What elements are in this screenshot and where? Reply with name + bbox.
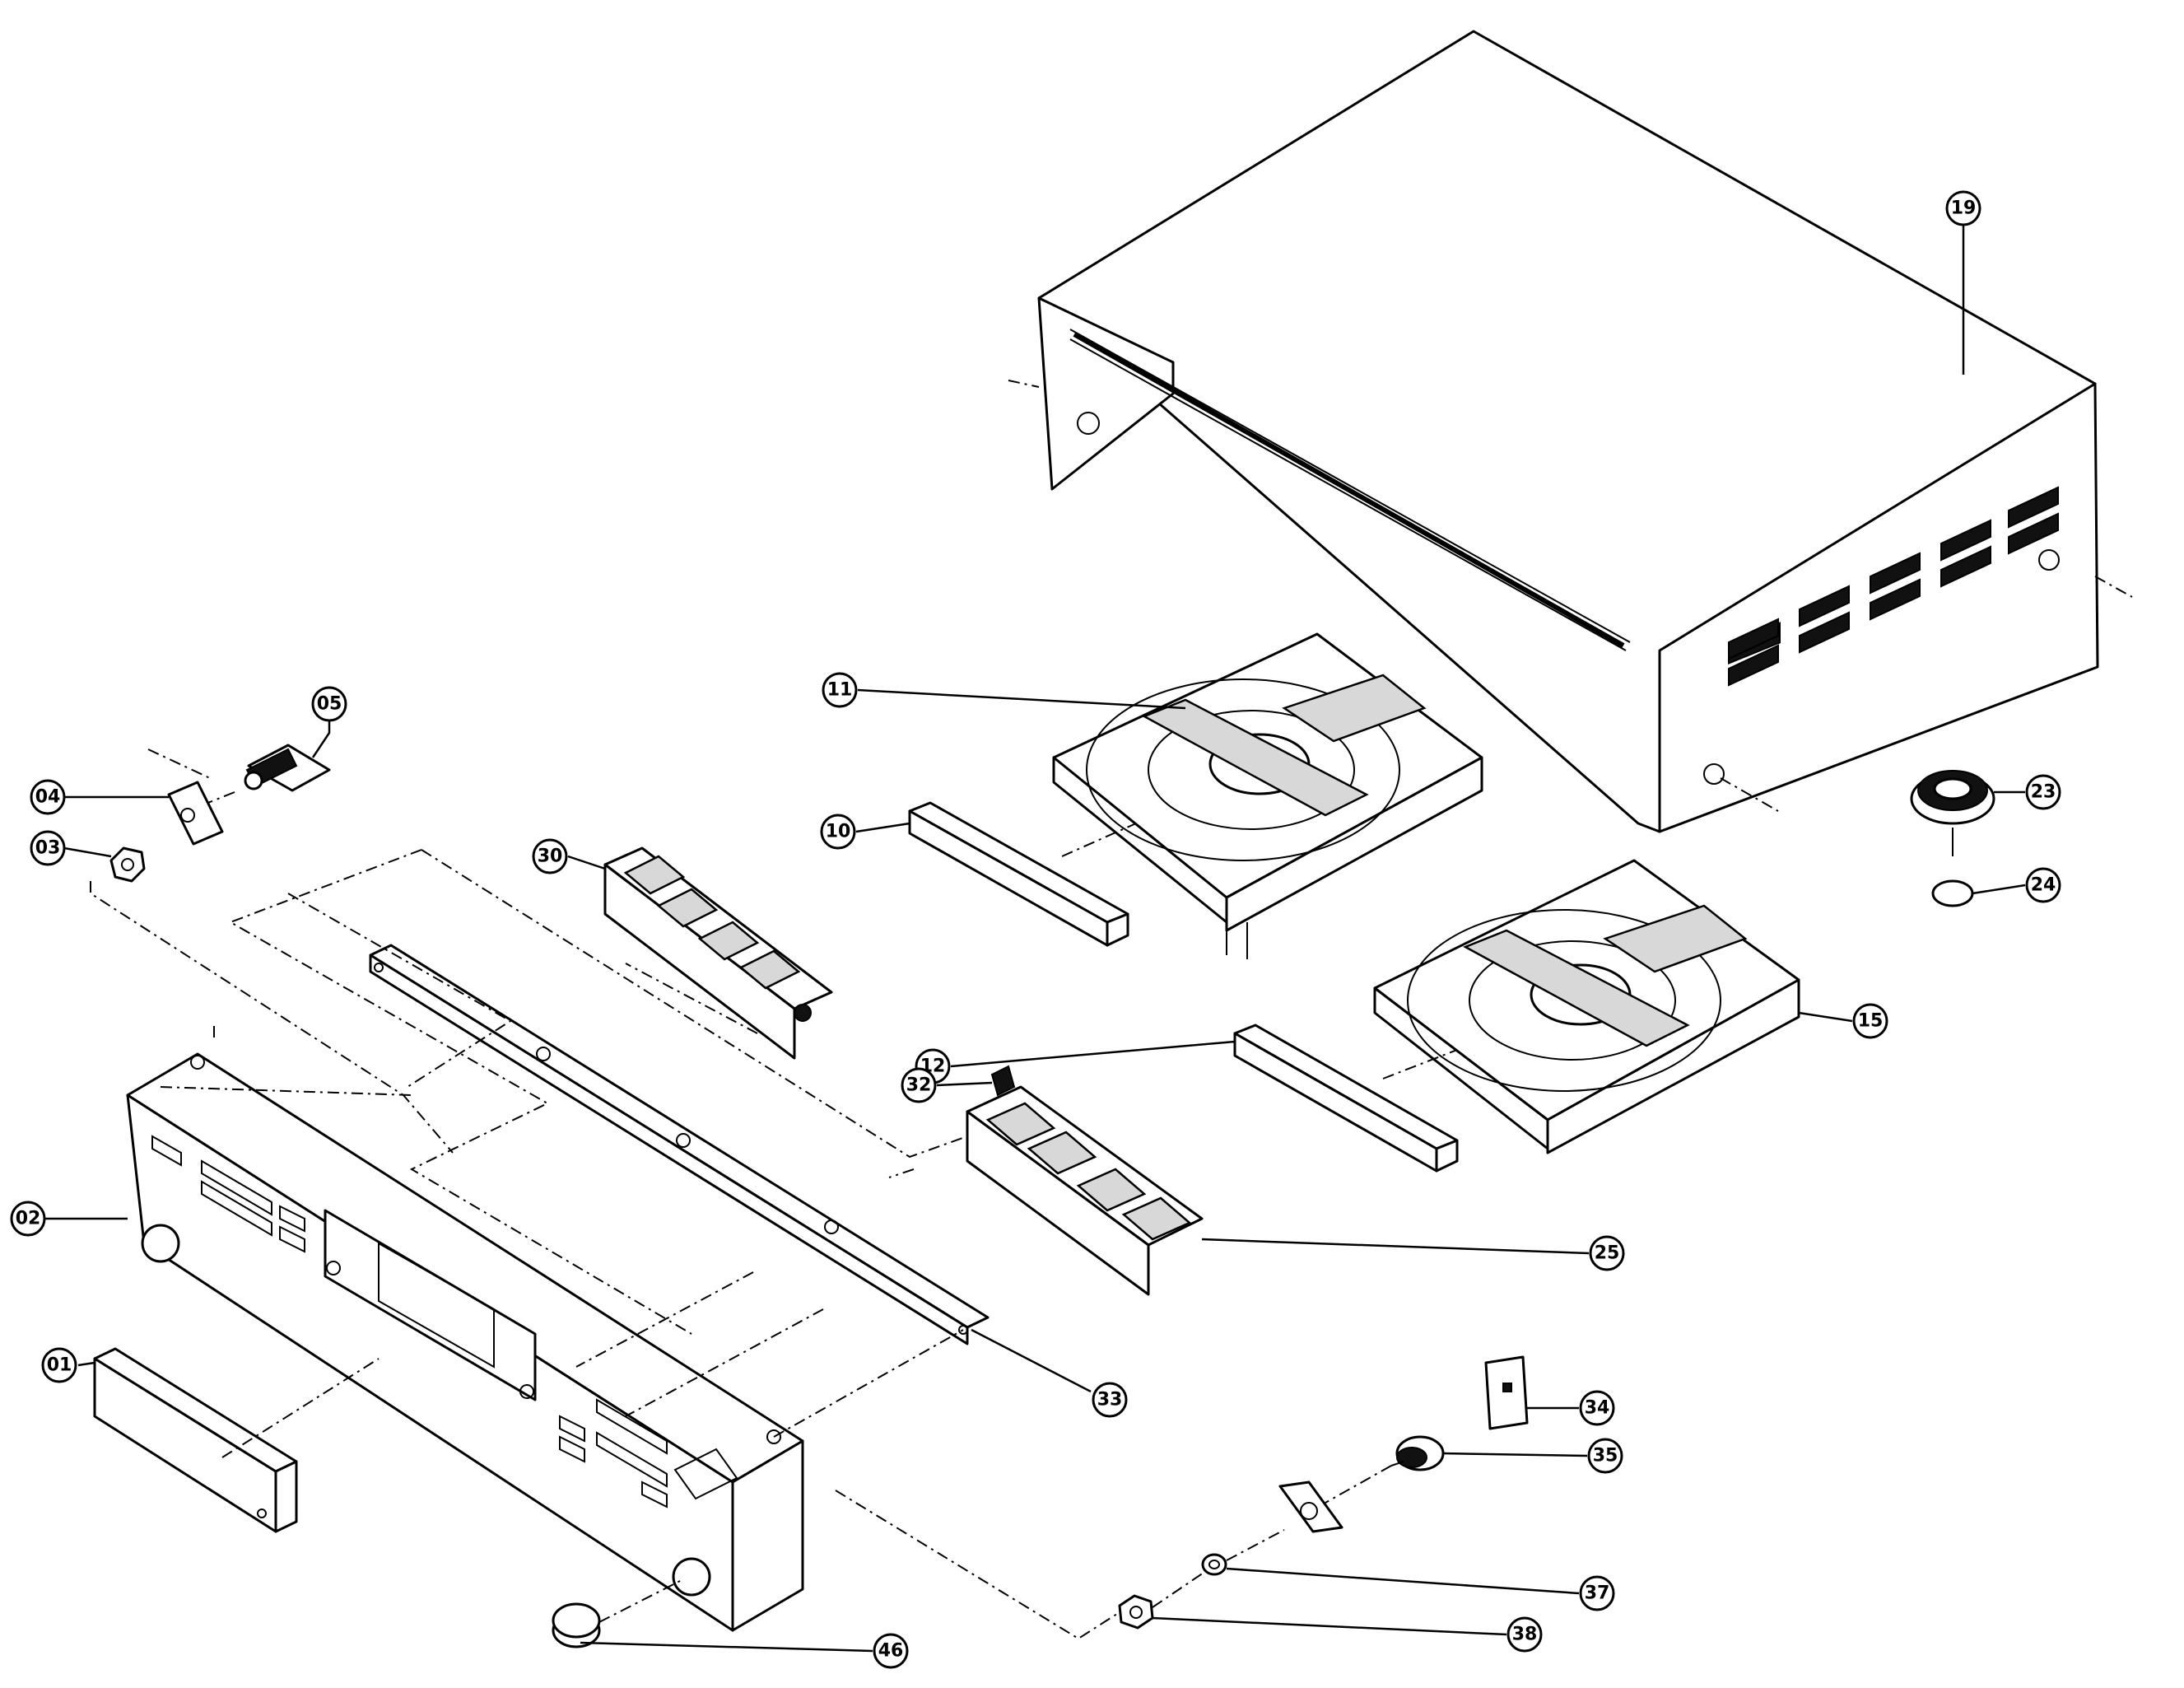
callout-label: 35: [1593, 1446, 1618, 1467]
callout-11: 11: [822, 672, 858, 708]
callout-label: 25: [1595, 1243, 1620, 1264]
callout-label: 11: [827, 680, 853, 701]
callout-label: 04: [35, 787, 61, 808]
callout-04: 04: [30, 779, 66, 815]
callout-10: 10: [820, 814, 856, 850]
callout-32: 32: [901, 1067, 937, 1103]
callout-05: 05: [311, 686, 347, 722]
part-23-foot: [1910, 770, 1995, 856]
front-panel-buttons: [151, 1135, 738, 1508]
callout-label: 23: [2031, 782, 2056, 803]
part-30-switch-board: [603, 846, 833, 1060]
callout-label: 24: [2031, 875, 2056, 896]
callout-35: 35: [1587, 1438, 1623, 1474]
part-01-door-panel: [93, 1347, 380, 1533]
callout-30: 30: [532, 838, 568, 874]
callout-label: 03: [35, 838, 61, 859]
part-24-washer: [1931, 879, 1974, 907]
callout-label: 10: [826, 822, 851, 842]
callout-label: 32: [906, 1075, 932, 1096]
callout-34: 34: [1579, 1390, 1615, 1426]
callout-23: 23: [2025, 774, 2061, 810]
callout-33: 33: [1092, 1382, 1128, 1418]
part-10-door-strip: [908, 801, 1129, 947]
pot-mounting-bracket: [1278, 1480, 1343, 1533]
callout-01: 01: [41, 1347, 77, 1383]
callout-37: 37: [1579, 1575, 1615, 1611]
callout-label: 15: [1858, 1011, 1884, 1032]
callout-15: 15: [1852, 1003, 1888, 1039]
callout-label: 34: [1585, 1398, 1610, 1419]
assembly-lines: [90, 849, 1120, 1640]
callout-03: 03: [30, 830, 66, 866]
callout-label: 30: [538, 846, 563, 867]
part-02-front-panel: [126, 1025, 964, 1632]
part-11-cd-tray-upper: [1052, 632, 1483, 959]
callout-25: 25: [1589, 1235, 1625, 1271]
part-04-bracket: [147, 748, 224, 846]
part-37-washer: [1201, 1529, 1285, 1576]
callout-19: 19: [1945, 190, 1981, 226]
callout-label: 37: [1585, 1583, 1610, 1604]
callout-label: 46: [878, 1641, 904, 1662]
callout-label: 38: [1512, 1625, 1538, 1645]
callout-02: 02: [10, 1201, 46, 1237]
part-15-cd-tray-lower: [1373, 859, 1800, 1154]
callout-label: 02: [16, 1209, 41, 1229]
callout-label: 01: [47, 1355, 72, 1376]
callout-46: 46: [873, 1633, 909, 1669]
callout-label: 19: [1951, 198, 1977, 219]
vent-slots: [1728, 486, 2059, 687]
part-46-knob: [552, 1578, 684, 1648]
part-32-clip: [990, 1065, 1016, 1097]
part-33-rail: [369, 944, 990, 1345]
leader-lines: [44, 208, 2026, 1653]
part-25-switch-board: [966, 1085, 1204, 1296]
part-05-jack: [197, 744, 331, 808]
part-19-top-cover: [1008, 30, 2133, 833]
part-35-potentiometer: [1325, 1435, 1445, 1504]
part-03-nut: [109, 846, 146, 883]
callout-label: 05: [317, 694, 342, 715]
part-12-door-strip: [1233, 1024, 1459, 1173]
part-34-pcb: [1484, 1355, 1529, 1430]
callout-38: 38: [1506, 1616, 1543, 1653]
callout-label: 33: [1097, 1390, 1123, 1411]
callout-24: 24: [2025, 867, 2061, 903]
